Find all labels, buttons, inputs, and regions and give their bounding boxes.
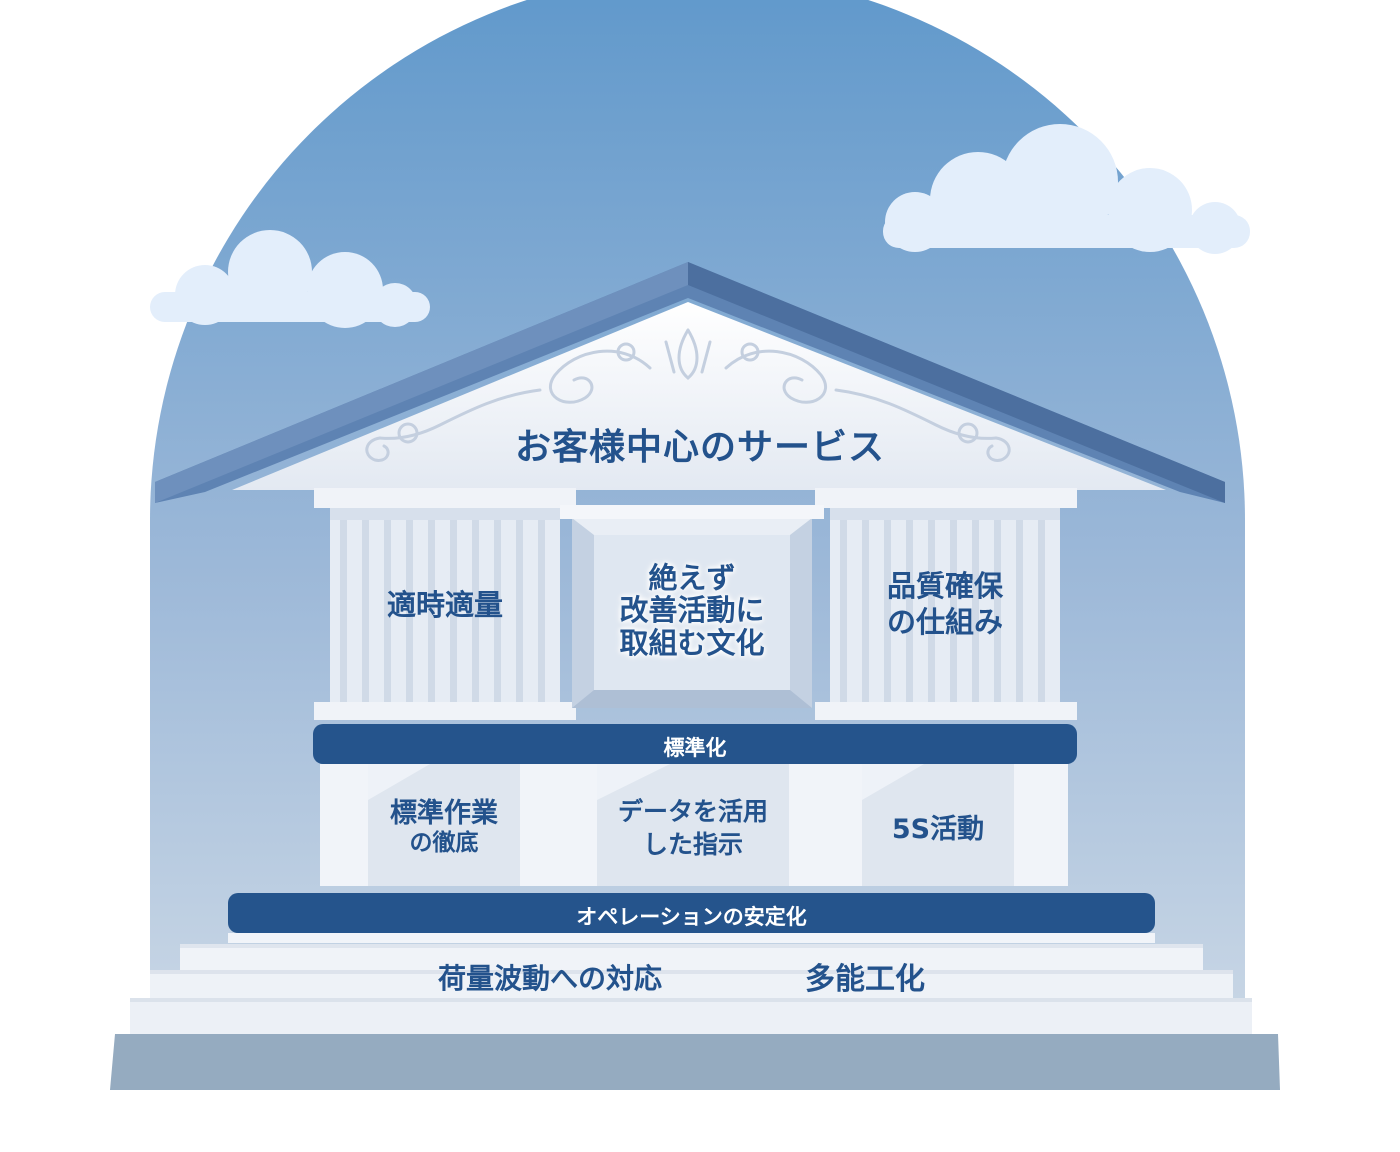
pillar-right-label: 品質確保 の仕組み [830, 568, 1060, 641]
pillar-center-line-1: 絶えず [648, 561, 736, 595]
pediment [232, 302, 1166, 490]
pillar-center-label: 絶えず 改善活動に 取組む文化 [580, 561, 804, 660]
pillar-left-label: 適時適量 [330, 588, 560, 623]
pillar-right-line-2: の仕組み [886, 605, 1003, 640]
ornament-scroll-icon [365, 328, 1011, 462]
cloud-left-icon [150, 230, 430, 328]
foundation-left-label: 標準作業 の徹底 [340, 798, 548, 858]
operation-label: オペレーションの安定化 [576, 905, 807, 929]
pillar-left-line-1: 適時適量 [386, 588, 503, 622]
foundation-left-line-1: 標準作業 [390, 798, 498, 829]
pillar-center-line-3: 取組む文化 [619, 625, 765, 660]
step-1 [180, 944, 1203, 970]
right-entablature [815, 488, 1077, 508]
right-column-flutes [840, 520, 1045, 702]
pediment-title: お客様中心のサービス [514, 427, 885, 468]
standardization-label: 標準化 [663, 736, 727, 760]
step-right-label: 多能工化 [805, 962, 925, 997]
step-left-label: 荷量波動への対応 [437, 962, 662, 995]
foundation-center-label: データを活用 した指示 [585, 796, 801, 861]
operation-band [228, 893, 1155, 933]
foundation-center-line-1: データを活用 [617, 797, 768, 826]
plinth [110, 1034, 1280, 1090]
left-column-flutes [340, 520, 545, 702]
center-panel [594, 535, 790, 690]
pillar-center-line-2: 改善活動に [619, 593, 765, 628]
foundation-left-line-2: の徹底 [409, 830, 479, 857]
foundation-right-label: 5S活動 [840, 814, 1036, 846]
standardization-band [313, 724, 1077, 764]
step-2 [150, 970, 1233, 998]
step-3 [130, 998, 1252, 1034]
left-entablature [314, 488, 576, 508]
pillar-right-line-1: 品質確保 [886, 569, 1003, 603]
foundation-right-line-1: 5S活動 [891, 814, 985, 845]
cloud-right-icon [883, 124, 1250, 254]
foundation-center-line-2: した指示 [642, 829, 743, 859]
